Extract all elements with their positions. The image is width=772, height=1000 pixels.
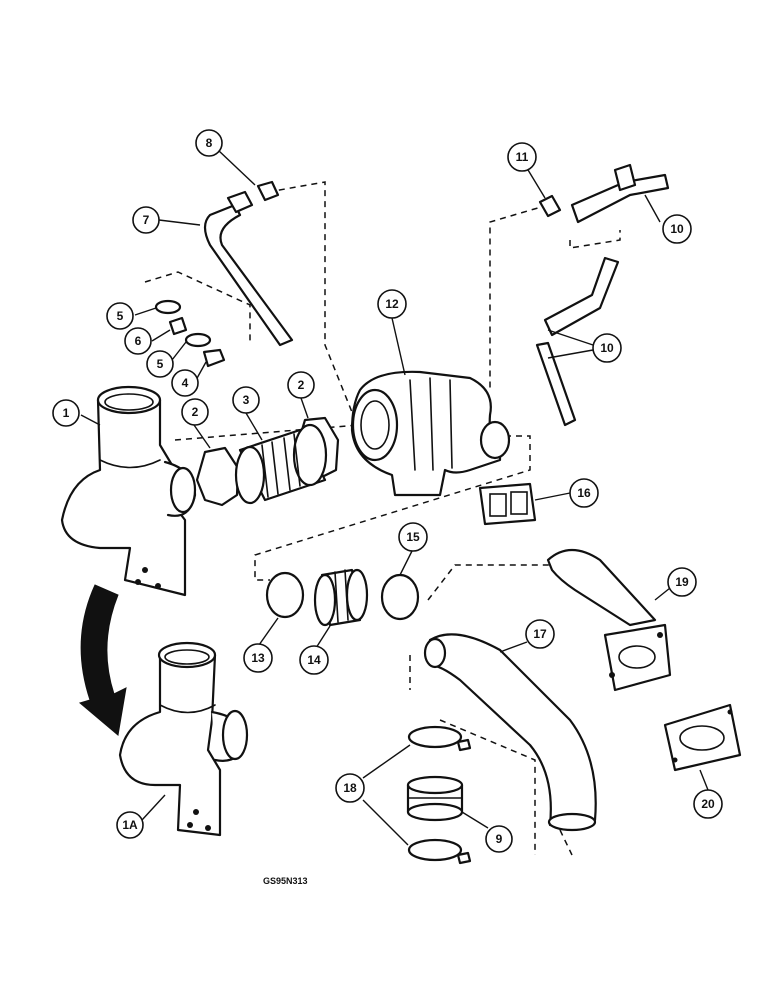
callout-20: 20 [693, 789, 723, 819]
callout-2-right: 2 [287, 371, 315, 399]
callouts: 1 1A 2 2 3 4 5 5 6 7 8 9 10 10 11 12 13 … [52, 129, 723, 853]
hose-part-10-lower [535, 341, 577, 427]
elbow-part-19 [546, 548, 672, 692]
callout-1-label: 1 [63, 406, 70, 420]
callout-1a: 1A [116, 811, 144, 839]
callout-11-label: 11 [516, 150, 529, 164]
clamp-part-13 [265, 571, 305, 619]
callout-5-lower-label: 5 [157, 357, 164, 371]
callout-13: 13 [243, 643, 273, 673]
callout-3-label: 3 [243, 393, 250, 407]
bellows-part-3 [234, 423, 328, 505]
callout-2-left: 2 [181, 398, 209, 426]
gasket-part-11 [538, 194, 562, 218]
clamp-part-5-lower [184, 332, 212, 348]
callout-10-upper-label: 10 [670, 222, 684, 236]
exhaust-elbow-part-1 [60, 385, 197, 597]
callout-4: 4 [171, 369, 199, 397]
figure-code: GS95N313 [263, 876, 308, 886]
callout-8-label: 8 [206, 136, 213, 150]
callout-10-lower-label: 10 [600, 341, 614, 355]
callout-6: 6 [124, 327, 152, 355]
callout-2-left-label: 2 [192, 405, 199, 419]
callout-20-label: 20 [701, 797, 715, 811]
callout-17: 17 [525, 619, 555, 649]
callout-4-label: 4 [182, 376, 189, 390]
clamp-screw-part-18-upper [456, 738, 472, 752]
clamp-part-15 [380, 573, 420, 621]
callout-2-right-label: 2 [298, 378, 305, 392]
callout-7: 7 [132, 206, 160, 234]
gasket-part-16 [478, 482, 537, 526]
callout-14-label: 14 [307, 653, 321, 667]
callout-16-label: 16 [577, 486, 591, 500]
hose-part-10-middle [543, 256, 620, 337]
clamp-part-18-upper [407, 725, 463, 749]
sleeve-part-9 [406, 775, 464, 822]
bellows-part-14 [313, 568, 369, 627]
callout-17-label: 17 [533, 627, 547, 641]
fitting-part-4 [202, 348, 226, 368]
tube-flange-part-7 [226, 190, 254, 214]
alternate-version-arrow [78, 584, 127, 736]
exhaust-elbow-part-1a [118, 641, 249, 837]
callout-12-label: 12 [385, 297, 399, 311]
callout-15-label: 15 [406, 530, 420, 544]
callout-10-upper: 10 [662, 214, 692, 244]
callout-8: 8 [195, 129, 223, 157]
callout-18: 18 [335, 773, 365, 803]
callout-15: 15 [398, 522, 428, 552]
callout-1a-label: 1A [122, 818, 138, 832]
bracket-part-10 [613, 163, 637, 192]
clamp-screw-part-18-lower [456, 851, 472, 865]
clamp-part-5-upper [154, 299, 182, 315]
oil-tube-part-7 [203, 203, 294, 347]
intake-pipe-part-17 [423, 633, 597, 832]
callout-19-label: 19 [675, 575, 689, 589]
callout-5-upper-label: 5 [117, 309, 124, 323]
callout-19: 19 [667, 567, 697, 597]
callout-5-lower: 5 [146, 350, 174, 378]
callout-14: 14 [299, 645, 329, 675]
turbocharger-part-12 [350, 370, 511, 497]
gasket-part-2-left [195, 446, 240, 507]
callout-9-label: 9 [496, 832, 503, 846]
hose-part-6 [168, 316, 188, 336]
callout-12: 12 [377, 289, 407, 319]
callout-16: 16 [569, 478, 599, 508]
gasket-part-20 [663, 703, 742, 772]
callout-5-upper: 5 [106, 302, 134, 330]
callout-10-lower: 10 [592, 333, 622, 363]
callout-11: 11 [507, 142, 537, 172]
gasket-part-8 [256, 180, 280, 202]
callout-1: 1 [52, 399, 80, 427]
callout-7-label: 7 [143, 213, 150, 227]
callout-18-label: 18 [343, 781, 357, 795]
callout-6-label: 6 [135, 334, 142, 348]
clamp-part-18-lower [407, 838, 463, 862]
callout-13-label: 13 [251, 651, 265, 665]
callout-3: 3 [232, 386, 260, 414]
callout-9: 9 [485, 825, 513, 853]
